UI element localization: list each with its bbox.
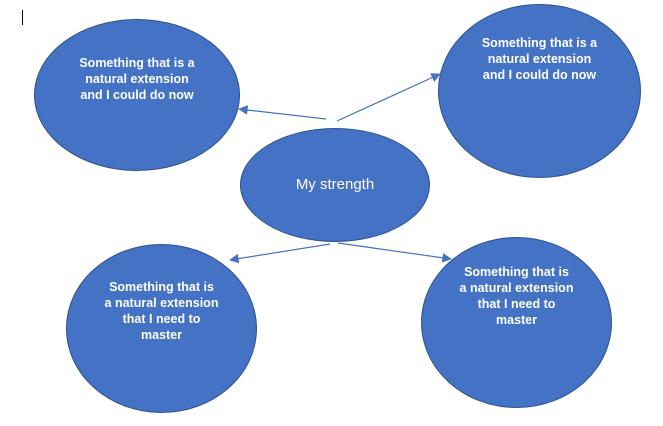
center-node-label: My strength — [295, 176, 375, 193]
arrow-to-bottom-left — [229, 243, 331, 264]
node-top-left[interactable]: Something that is a natural extension an… — [34, 19, 240, 171]
arrow-to-bottom-right — [337, 242, 452, 263]
node-bottom-right[interactable]: Something that is a natural extension th… — [421, 237, 612, 408]
arrow-to-top-left — [238, 105, 327, 120]
node-top-right[interactable]: Something that is a natural extension an… — [438, 4, 641, 178]
node-bottom-right-label: Something that is a natural extension th… — [459, 264, 574, 327]
node-top-left-label: Something that is a natural extension an… — [79, 56, 195, 102]
node-bottom-left-label: Something that is a natural extension th… — [104, 279, 219, 342]
node-top-right-label: Something that is a natural extension an… — [481, 36, 598, 82]
text-cursor — [22, 10, 23, 25]
arrow-to-top-right — [336, 73, 441, 122]
center-node[interactable]: My strength — [240, 128, 430, 242]
node-bottom-left[interactable]: Something that is a natural extension th… — [66, 244, 257, 413]
